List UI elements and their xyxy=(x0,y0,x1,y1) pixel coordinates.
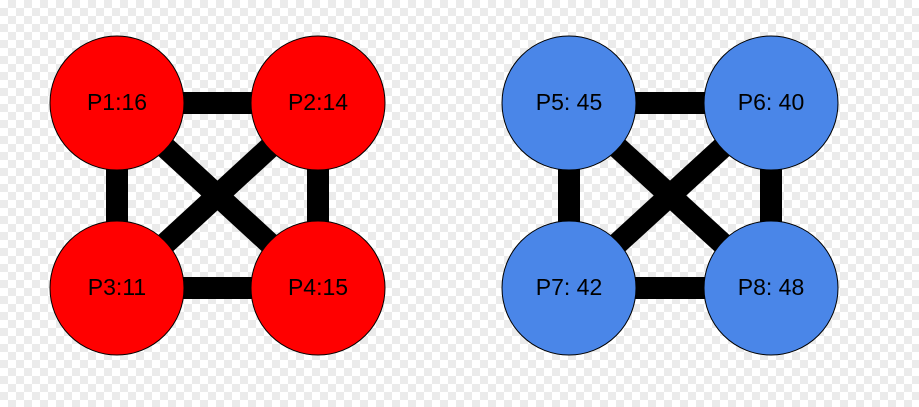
node-label-p4: P4:15 xyxy=(288,274,348,300)
node-circle-p6 xyxy=(703,35,839,171)
node-label-p3: P3:11 xyxy=(88,274,146,300)
node-circle-p5 xyxy=(501,35,637,171)
node-p6: P6: 40 xyxy=(703,35,839,171)
node-circle-p1 xyxy=(49,35,185,171)
node-p1: P1:16 xyxy=(49,35,185,171)
node-p2: P2:14 xyxy=(250,35,386,171)
node-label-p5: P5: 45 xyxy=(536,89,603,115)
node-circle-p2 xyxy=(250,35,386,171)
node-p5: P5: 45 xyxy=(501,35,637,171)
node-label-p6: P6: 40 xyxy=(738,89,805,115)
node-p3: P3:11 xyxy=(49,220,185,356)
node-p4: P4:15 xyxy=(250,220,386,356)
node-label-p7: P7: 42 xyxy=(536,274,603,300)
node-circle-p3 xyxy=(49,220,185,356)
node-p8: P8: 48 xyxy=(703,220,839,356)
edges-layer xyxy=(106,92,782,299)
node-p7: P7: 42 xyxy=(501,220,637,356)
node-label-p8: P8: 48 xyxy=(738,274,805,300)
node-label-p2: P2:14 xyxy=(288,89,348,115)
node-circle-p8 xyxy=(703,220,839,356)
node-circle-p4 xyxy=(250,220,386,356)
node-circle-p7 xyxy=(501,220,637,356)
node-label-p1: P1:16 xyxy=(87,89,147,115)
